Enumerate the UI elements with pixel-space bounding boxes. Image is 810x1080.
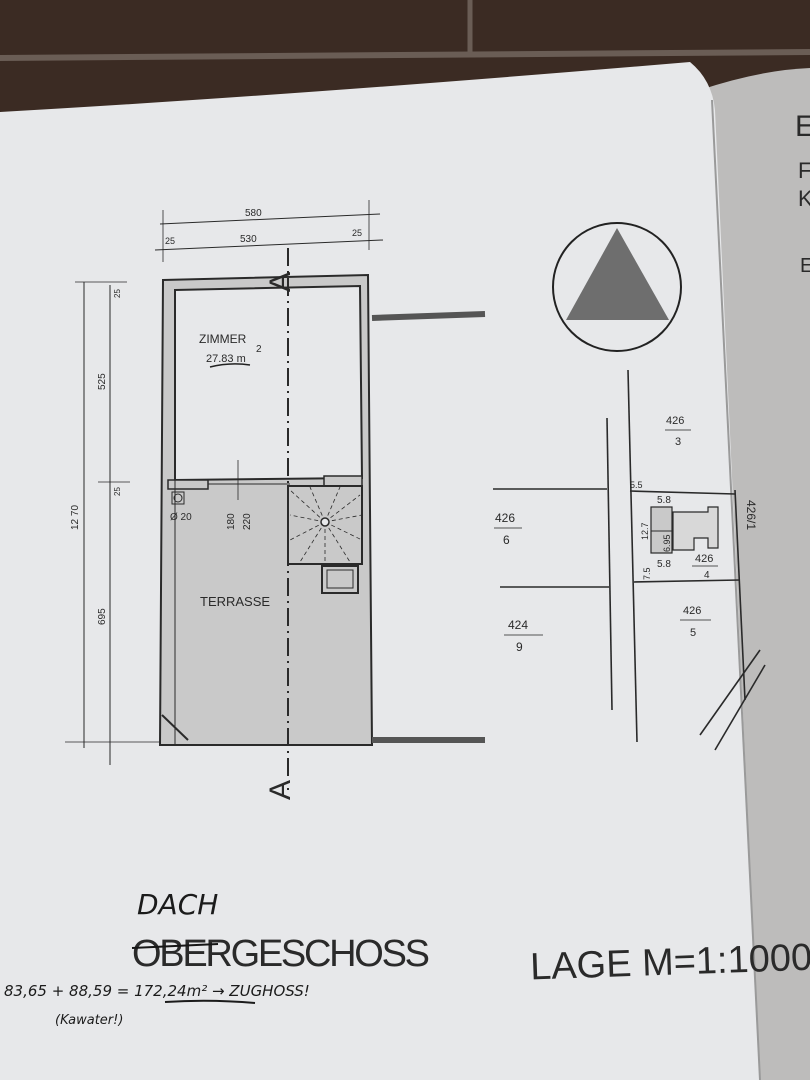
room-name: ZIMMER — [199, 332, 247, 346]
next-page-letter: E — [800, 255, 810, 277]
building-footprint — [650, 506, 673, 554]
parcel-sub: 4 — [704, 570, 710, 581]
door-height-label: 220 — [242, 513, 253, 530]
parcel-sub: 5 — [690, 627, 696, 639]
dim-wall-mid: 25 — [113, 487, 122, 496]
next-page-letter: F — [798, 158, 810, 183]
chimney-label: Ø 20 — [170, 512, 192, 523]
site-title: LAGE M=1:1000 — [529, 937, 810, 989]
parcel-number: 426 — [695, 553, 713, 565]
chimney — [171, 491, 185, 505]
floor-title: OBERGESCHOSS — [132, 933, 430, 975]
next-page-letters: E F K E — [795, 110, 810, 277]
parcel-sub: 6 — [503, 533, 510, 547]
dim-terrace-depth: 695 — [97, 608, 108, 625]
dim-room-depth: 525 — [97, 373, 108, 390]
parcel-number: 426 — [495, 511, 515, 525]
parcel-sub: 3 — [675, 436, 681, 448]
floor-plan-labels: 580 530 25 25 12 70 525 695 25 25 ZIMMER… — [70, 208, 362, 800]
handwritten-dach: DACH — [137, 888, 218, 921]
room-area-unit-sup: 2 — [256, 344, 262, 355]
road-parcel-label: 426/1 — [744, 500, 758, 530]
site-dim: 5.5 — [630, 480, 643, 490]
parcel-sub: 9 — [516, 640, 523, 654]
parcel-number: 426 — [683, 605, 701, 617]
neighbour-building — [672, 506, 719, 551]
floor-plan — [65, 200, 486, 790]
site-dim: 5.8 — [657, 559, 671, 570]
dim-wall-top: 25 — [113, 289, 122, 298]
terrace-label: TERRASSE — [200, 594, 270, 609]
north-arrow — [552, 222, 682, 352]
next-page-letter: K — [798, 186, 810, 211]
door-width-label: 180 — [226, 513, 237, 530]
parcel-number: 424 — [508, 618, 528, 632]
next-page-letter: E — [795, 110, 810, 143]
dim-right-offset: 25 — [352, 228, 362, 238]
site-dim: 7.5 — [642, 567, 652, 580]
dim-overall-depth: 12 70 — [70, 505, 81, 530]
dim-left-offset: 25 — [165, 236, 175, 246]
section-mark-bottom: A — [264, 780, 297, 800]
dim-overall-width: 580 — [245, 208, 262, 219]
site-dim: 12.7 — [640, 522, 650, 540]
room-area: 27.83 m — [206, 353, 246, 365]
parcel-number: 426 — [666, 415, 684, 427]
site-dim: 6.95 — [662, 534, 672, 552]
site-plan-labels: 426 3 426 6 426 4 426 5 424 9 426/1 5.5 … — [494, 415, 758, 654]
site-plan — [493, 369, 766, 751]
spiral-stair — [289, 486, 363, 563]
handwritten-note: (Kawater!) — [55, 1013, 123, 1028]
site-dim: 5.8 — [657, 495, 671, 506]
section-mark-top: A — [264, 272, 297, 292]
handwritten-calculation: 83,65 + 88,59 = 172,24m² → ZUGHOSS! — [4, 982, 310, 1000]
dim-inner-width: 530 — [240, 234, 257, 245]
